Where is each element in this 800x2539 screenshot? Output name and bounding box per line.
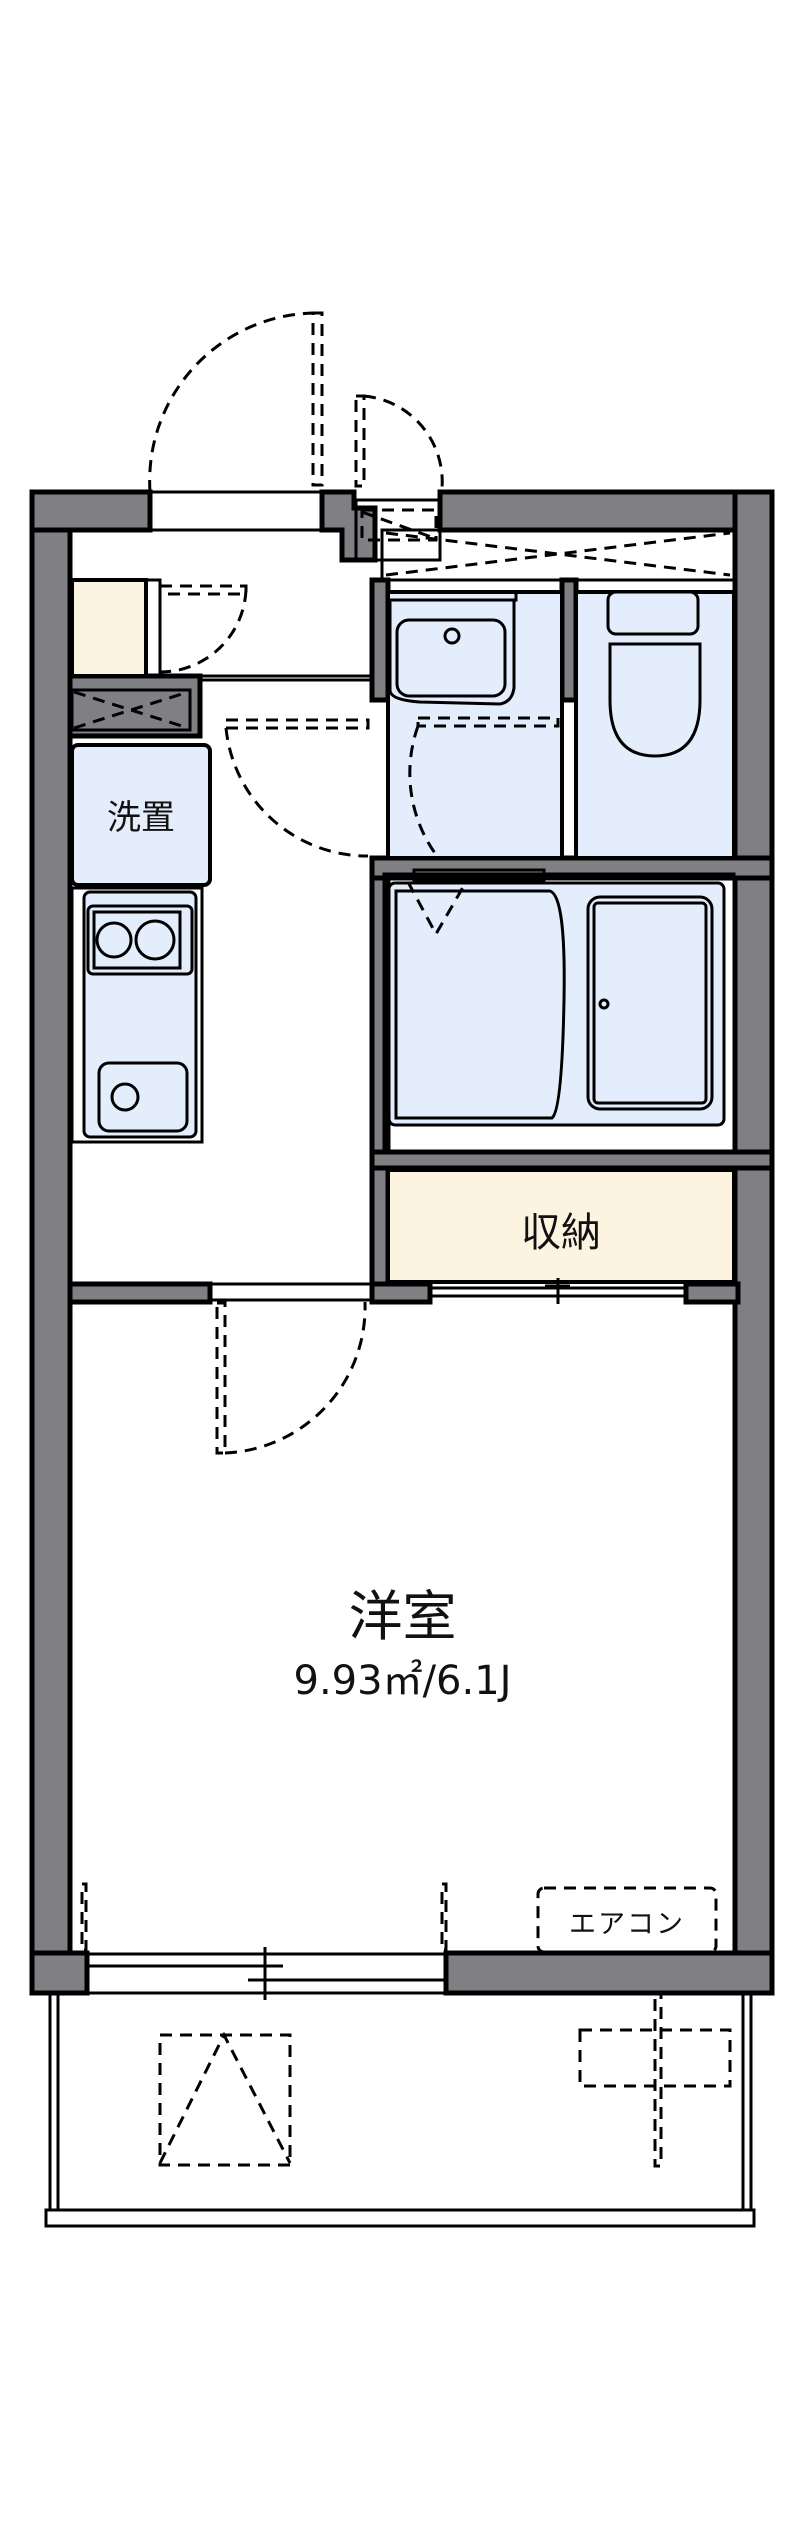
washer-space	[70, 743, 212, 887]
washer-space-label: 洗置	[107, 798, 175, 838]
aircon-label: エアコン	[569, 1909, 685, 1940]
washroom	[386, 590, 564, 861]
balcony	[44, 1991, 756, 2228]
meter-box	[354, 394, 444, 562]
aircon-box	[536, 1886, 718, 1954]
bathroom	[382, 868, 736, 1154]
room-label: 洋室	[348, 1585, 457, 1648]
washroom-door	[200, 674, 372, 858]
room-area: 9.93㎡/6.1J	[293, 1658, 512, 1704]
upper-storage	[380, 528, 736, 582]
small-storage	[70, 688, 192, 732]
kitchen	[70, 886, 204, 1144]
closet-label: 収納	[521, 1210, 601, 1256]
toilet-room	[574, 590, 736, 860]
closet	[386, 1168, 736, 1304]
entrance-door	[148, 311, 324, 532]
room-door	[210, 1282, 370, 1455]
shoe-cabinet	[70, 578, 248, 678]
balcony-window	[80, 1882, 448, 2000]
